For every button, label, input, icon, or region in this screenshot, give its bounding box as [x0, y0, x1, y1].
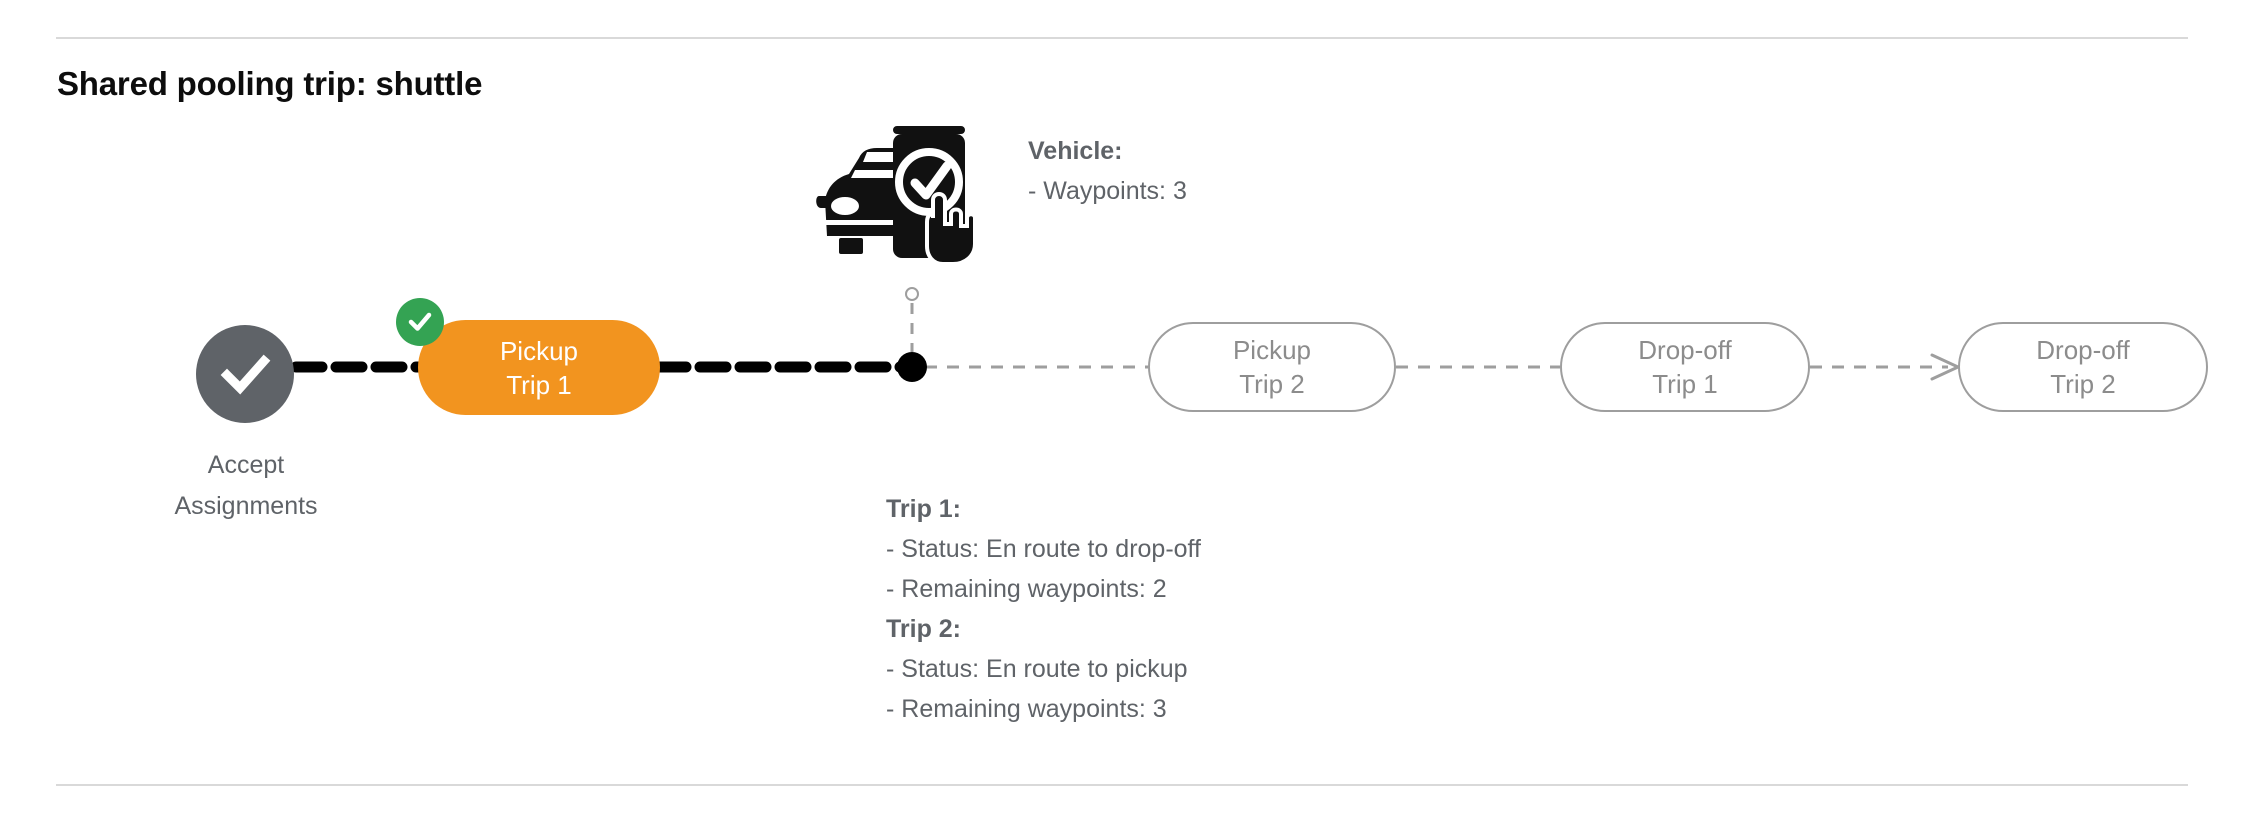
stop-dropoff-trip-1[interactable]: Drop-off Trip 1: [1560, 322, 1810, 412]
stop-pickup-trip-2[interactable]: Pickup Trip 2: [1148, 322, 1396, 412]
stop-pickup-trip-1-line-1: Pickup: [499, 335, 579, 366]
car-phone-check-icon: [815, 118, 975, 268]
stop-pickup-trip-1[interactable]: Pickup Trip 1: [418, 320, 660, 415]
arrow-head-icon: [1930, 353, 1960, 381]
vehicle-info-waypoints: - Waypoints: 3: [1028, 177, 1187, 205]
top-divider: [56, 37, 2188, 39]
trips-info-block: Trip 1: - Status: En route to drop-off -…: [886, 489, 1201, 729]
trip-1-waypoints: - Remaining waypoints: 2: [886, 575, 1167, 603]
stop-dropoff-trip-1-line-2: Trip 1: [1652, 369, 1718, 399]
stop-dropoff-trip-2-line-1: Drop-off: [2036, 335, 2130, 365]
vehicle-anchor-dot: [905, 287, 919, 301]
vehicle-info-heading: Vehicle:: [1028, 137, 1123, 165]
start-label-line-1: Accept: [207, 451, 285, 479]
node-accept-assignments-label: Accept Assignments: [96, 445, 396, 527]
check-badge-icon: [396, 298, 444, 346]
stop-dropoff-trip-2[interactable]: Drop-off Trip 2: [1958, 322, 2208, 412]
stop-dropoff-trip-1-line-1: Drop-off: [1638, 335, 1732, 365]
trip-1-heading: Trip 1:: [886, 495, 962, 523]
stop-pickup-trip-2-line-2: Trip 2: [1239, 369, 1305, 399]
start-label-line-2: Assignments: [174, 492, 318, 520]
stop-pickup-trip-2-line-1: Pickup: [1232, 335, 1312, 365]
check-circle-icon: [214, 343, 276, 405]
trip-2-waypoints: - Remaining waypoints: 3: [886, 695, 1167, 723]
trip-2-status: - Status: En route to pickup: [886, 655, 1188, 683]
stop-dropoff-trip-2-line-2: Trip 2: [2050, 369, 2116, 399]
trip-2-heading: Trip 2:: [886, 615, 962, 643]
vehicle-position-dot: [897, 352, 927, 382]
bottom-divider: [56, 784, 2188, 786]
page-title: Shared pooling trip: shuttle: [57, 65, 483, 102]
stop-pickup-trip-1-line-2: Trip 1: [506, 369, 572, 400]
node-accept-assignments[interactable]: [196, 325, 294, 423]
vehicle-info-block: Vehicle: - Waypoints: 3: [1028, 131, 1187, 211]
trip-1-status: - Status: En route to drop-off: [886, 535, 1201, 563]
